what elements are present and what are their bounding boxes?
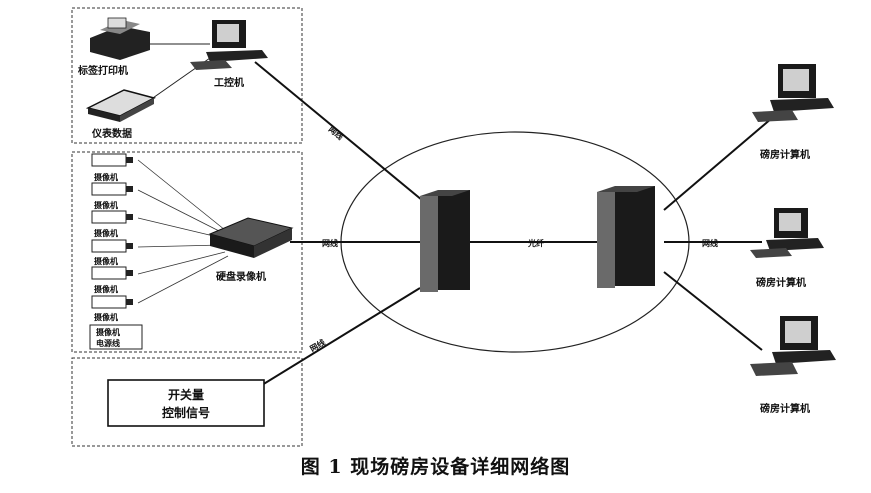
camera-label: 摄像机 xyxy=(94,284,118,294)
camera-line xyxy=(137,244,223,248)
connection-lines xyxy=(254,61,773,386)
link-computer-3 xyxy=(663,271,763,351)
booth-computer-label-2: 磅房计算机 xyxy=(756,276,806,289)
label-printer-label: 标签打印机 xyxy=(77,64,128,77)
camera-line xyxy=(137,217,223,239)
industrial-pc-label: 工控机 xyxy=(214,76,244,89)
industrial-pc-icon xyxy=(190,20,268,70)
server-right-icon xyxy=(597,186,655,288)
figure-caption: 图 1 现场磅房设备详细网络图 xyxy=(300,456,571,478)
booth-computer-label-3: 磅房计算机 xyxy=(760,402,810,415)
camera-line xyxy=(137,255,229,304)
camera-icon xyxy=(91,239,133,253)
camera-label: 摄像机 xyxy=(94,256,118,266)
computer-icon-2 xyxy=(750,208,824,258)
camera-line xyxy=(137,159,226,231)
link-control-signal xyxy=(261,287,421,386)
camera-line xyxy=(137,251,226,275)
top-group-lines xyxy=(149,43,211,101)
control-signal-line2: 控制信号 xyxy=(162,405,210,420)
booth-computer-label-1: 磅房计算机 xyxy=(760,148,810,161)
network-label-right: 网线 xyxy=(702,238,718,248)
camera-icon xyxy=(91,182,133,196)
camera-icon xyxy=(91,295,133,309)
link-computer-1 xyxy=(663,117,773,211)
camera-line xyxy=(137,189,226,235)
instrument-data-icon xyxy=(85,89,157,122)
camera-label: 摄像机 xyxy=(94,312,118,322)
computer-icon-3 xyxy=(750,316,836,376)
camera-icons xyxy=(91,153,133,309)
camera-lines xyxy=(137,159,229,304)
computer-icon-1 xyxy=(752,64,834,122)
network-label-mid: 网线 xyxy=(322,238,338,248)
camera-icon xyxy=(91,153,133,167)
camera-icon xyxy=(91,210,133,224)
camera-power-label-2: 电源线 xyxy=(96,338,120,348)
camera-label: 摄像机 xyxy=(94,228,118,238)
top-device-group xyxy=(71,7,303,144)
control-signal-box xyxy=(107,379,265,427)
fiber-label: 光纤 xyxy=(527,238,544,248)
camera-label: 摄像机 xyxy=(94,200,118,210)
camera-label: 摄像机 xyxy=(94,172,118,182)
label-printer-icon xyxy=(90,17,150,60)
instrument-data-label: 仪表数据 xyxy=(91,127,132,140)
camera-icon xyxy=(91,266,133,280)
dvr-label: 硬盘录像机 xyxy=(216,270,266,283)
server-left-icon xyxy=(420,190,470,292)
network-label-top: 网线 xyxy=(327,124,346,142)
link-industrial-pc xyxy=(254,61,429,206)
camera-power-label-1: 摄像机 xyxy=(96,327,120,337)
camera-power-box xyxy=(89,324,143,350)
dvr-icon xyxy=(208,217,294,258)
camera-group xyxy=(71,151,303,353)
control-signal-line1: 开关量 xyxy=(168,387,204,402)
control-signal-group xyxy=(71,357,303,447)
